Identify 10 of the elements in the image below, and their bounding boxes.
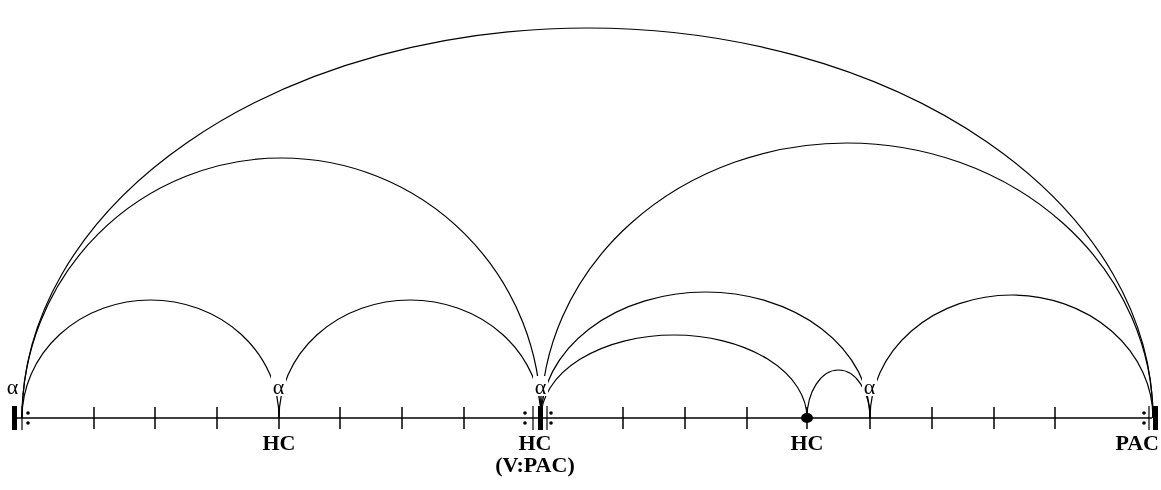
cadence-label: HC xyxy=(262,432,296,454)
final-barline xyxy=(1153,406,1158,430)
cadence-label: PAC xyxy=(1115,432,1159,454)
arc xyxy=(869,294,1154,419)
alpha-label: α xyxy=(271,376,286,396)
alpha-label: α xyxy=(862,376,877,396)
alpha-label: α xyxy=(533,376,548,396)
cadence-dot xyxy=(801,413,813,423)
cadence-label: HC (V:PAC) xyxy=(495,432,575,476)
cadence-label: HC xyxy=(790,432,824,454)
